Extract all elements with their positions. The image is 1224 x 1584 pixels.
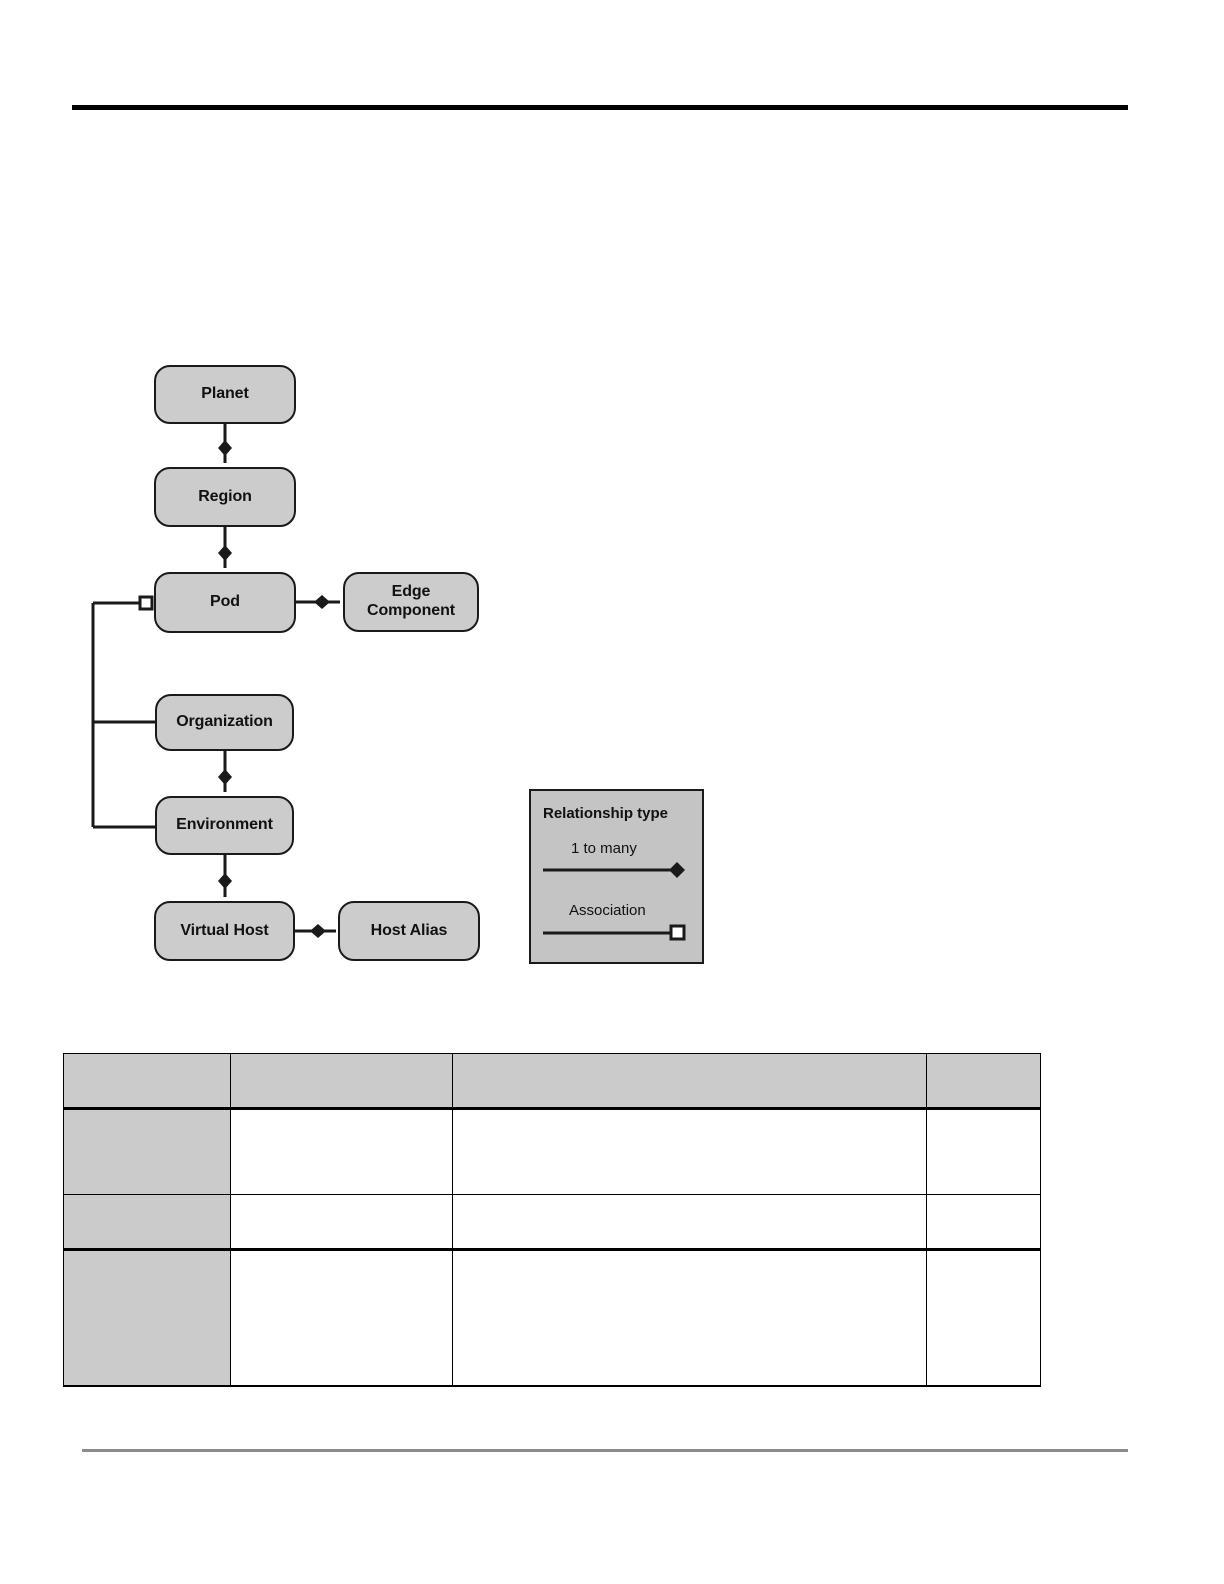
legend-markers — [543, 862, 686, 941]
table-cell-c — [452, 1108, 927, 1195]
edge-environment-virtualhost — [218, 855, 232, 897]
node-host-alias[interactable]: Host Alias — [338, 901, 480, 961]
node-organization[interactable]: Organization — [155, 694, 294, 751]
table-row — [63, 1249, 1041, 1387]
legend-association-line — [543, 924, 686, 941]
page-footer-rule — [82, 1449, 1128, 1452]
edge-virtualhost-hostalias — [295, 924, 336, 938]
legend-relationship-type: Relationship type 1 to many Association — [529, 789, 704, 964]
table-header-cell-c — [452, 1053, 927, 1110]
node-planet[interactable]: Planet — [154, 365, 296, 424]
entity-relationship-diagram: Planet Region Pod Edge Component Organiz… — [91, 365, 704, 964]
legend-one-to-many-line — [543, 862, 685, 878]
filled-diamond-icon — [669, 862, 685, 878]
table-cell-b — [230, 1108, 453, 1195]
node-edge-component-label-line1: Edge — [391, 583, 431, 601]
table-cell-a — [63, 1108, 231, 1195]
association-bus — [91, 595, 157, 829]
table-cell-d — [926, 1194, 1041, 1251]
edge-planet-region — [218, 424, 232, 463]
table-row — [63, 1194, 1041, 1251]
node-environment-label: Environment — [176, 816, 273, 834]
data-table — [63, 1053, 1041, 1387]
table-cell-d — [926, 1108, 1041, 1195]
node-edge-component[interactable]: Edge Component — [343, 572, 479, 632]
table-cell-c — [452, 1194, 927, 1251]
table-cell-d — [926, 1249, 1041, 1387]
node-edge-component-label: Edge Component — [367, 583, 455, 621]
legend-item-one-to-many-label: 1 to many — [571, 840, 637, 857]
node-edge-component-label-line2: Component — [367, 602, 455, 619]
node-virtual-host[interactable]: Virtual Host — [154, 901, 295, 961]
node-environment[interactable]: Environment — [155, 796, 294, 855]
page-header-rule — [72, 105, 1128, 110]
legend-item-association-label: Association — [569, 902, 646, 919]
node-pod-label: Pod — [210, 593, 240, 611]
open-square-icon — [669, 924, 686, 941]
node-region[interactable]: Region — [154, 467, 296, 527]
table-cell-a — [63, 1194, 231, 1251]
table-header-cell-b — [230, 1053, 453, 1110]
edge-pod-edgecomponent — [296, 595, 340, 609]
edge-region-pod — [218, 527, 232, 568]
diagram-connectors — [91, 424, 340, 938]
table-row — [63, 1108, 1041, 1195]
legend-title: Relationship type — [543, 805, 669, 822]
edge-organization-environment — [218, 751, 232, 792]
node-pod[interactable]: Pod — [154, 572, 296, 633]
table-cell-b — [230, 1249, 453, 1387]
node-host-alias-label: Host Alias — [370, 921, 448, 939]
node-organization-label: Organization — [176, 713, 273, 731]
table-cell-a — [63, 1249, 231, 1387]
node-virtual-host-label: Virtual Host — [180, 921, 269, 939]
table-header-cell-a — [63, 1053, 231, 1110]
table-header-cell-d — [926, 1053, 1041, 1110]
node-planet-label: Planet — [201, 385, 249, 403]
table-header-row — [63, 1053, 1041, 1110]
table-cell-c — [452, 1249, 927, 1387]
node-region-label: Region — [198, 487, 252, 505]
table-cell-b — [230, 1194, 453, 1251]
